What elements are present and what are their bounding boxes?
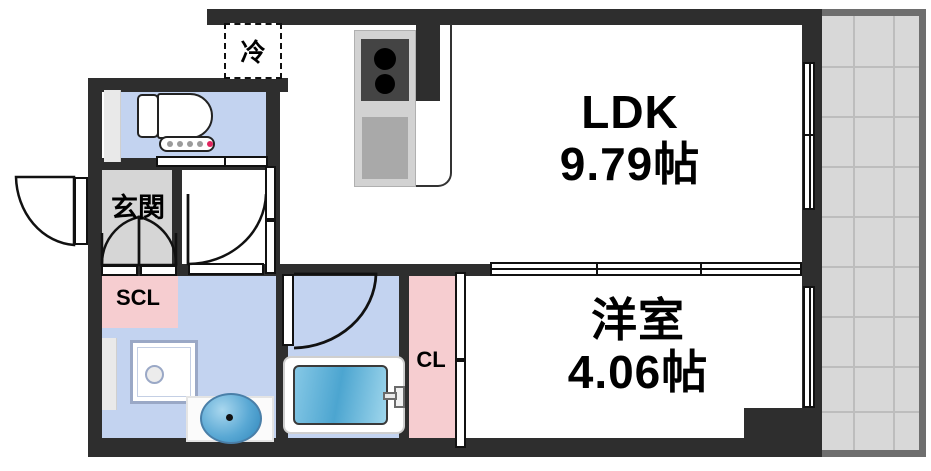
wall-kitchen-left [266,78,280,168]
ldk-name: LDK [581,86,679,138]
refrigerator-space: 冷 [224,23,282,79]
washroom-door-arc [186,193,268,266]
wall-cl-left-stub [399,264,457,276]
toilet-panel-dot-red [207,141,213,147]
kitchen-sink [362,117,408,179]
wall-washroom-left [88,264,102,450]
toilet-tank [137,94,159,138]
toilet-panel-dot-4 [197,141,203,147]
bathtub-spout [383,392,397,400]
bedroom-area: 4.06帖 [567,346,709,399]
room-ldk [207,9,813,271]
balcony [813,9,926,457]
room-scl-overlay [98,272,178,328]
wall-hatch-toilet [104,90,121,162]
washing-machine-pan [130,340,198,404]
wall-bath-cl [399,264,409,450]
room-cl [407,272,455,450]
ldk-area: 9.79帖 [559,138,701,191]
entrance-label: 玄関 [111,193,165,224]
washing-machine-drain [145,365,164,384]
cl-door-lower[interactable] [455,360,466,448]
refrigerator-label: 冷 [240,38,266,67]
bath-door-arc [293,272,378,350]
washing-machine-pan-inner [137,347,191,397]
wash-basin-drain [226,414,233,421]
stove-burner-front [374,48,396,70]
cl-door-upper[interactable] [455,272,466,360]
washroom-door-panel[interactable] [188,263,264,275]
wall-top [207,9,822,25]
toilet-panel-dot-1 [167,141,173,147]
wall-toilet-top [88,78,288,92]
toilet-bowl [157,93,213,139]
ldk-label-group: LDK 9.79帖 [510,88,750,189]
wall-hatch-washroom [102,338,117,410]
kitchen-counter-edge [416,24,452,187]
scl-label: SCL [116,285,160,310]
wall-kitchen-nub [416,25,440,101]
bedroom-name: 洋室 [591,294,685,346]
bathtub [293,365,388,425]
bedroom-balcony-slider-rail [809,286,811,408]
stove-burner-back [375,74,395,94]
bath-door-panel[interactable] [282,274,294,346]
cl-label: CL [416,347,446,372]
hall-ldk-slider-upper[interactable] [265,166,276,220]
entrance-inner-doors-arc [100,215,178,267]
toilet-panel-dot-2 [177,141,183,147]
wall-bottom [88,438,816,457]
toilet-control-panel [159,136,215,152]
toilet-door-divider [224,156,226,167]
toilet-panel-dot-3 [187,141,193,147]
bedroom-label-group: 洋室 4.06帖 [518,296,758,397]
entrance-door-arc [14,175,76,247]
wall-entrance-hall [172,166,182,272]
ldk-bedroom-slider-rail [490,268,802,270]
wash-basin [200,393,262,444]
hall-ldk-slider-lower[interactable] [265,220,276,274]
ldk-balcony-slider-rail [809,62,811,210]
toilet-door[interactable] [156,156,268,167]
